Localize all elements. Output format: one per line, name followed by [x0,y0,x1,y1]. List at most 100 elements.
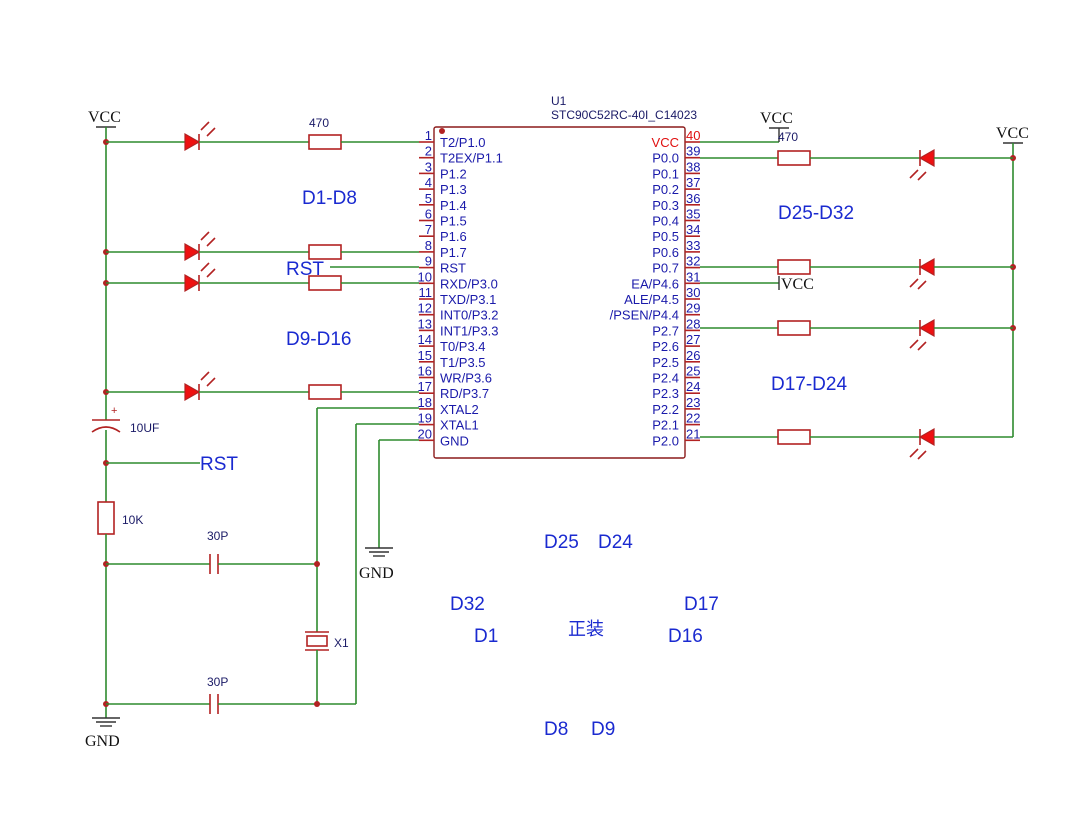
gnd-mid: GND [359,439,419,582]
pin-name: P2.3 [652,386,679,401]
rst-label: RST [200,454,238,475]
note-d32: D32 [450,594,485,615]
led-icon [184,273,201,293]
led-ray [917,171,927,181]
r-left-value: 470 [309,116,329,130]
pin-name: RD/P3.7 [440,386,489,401]
pin-number: 17 [418,379,432,394]
pin-name: P2.1 [652,418,679,433]
pin-name: P0.4 [652,214,679,229]
resistor-470 [777,429,811,445]
note-d25: D25 [544,532,579,553]
pin-number: 39 [686,144,700,159]
r-right-value: 470 [778,130,798,144]
pin-number: 26 [686,348,700,363]
pin-number: 15 [418,348,432,363]
crystal-body [306,635,328,647]
led-ray [917,341,927,351]
pin-number: 5 [425,191,432,206]
pin-number: 35 [686,207,700,222]
pin-number: 6 [425,207,432,222]
pin-number: 32 [686,254,700,269]
pin-name: T2/P1.0 [440,135,486,150]
pin-number: 8 [425,238,432,253]
right-vcc-rail: VCC [996,125,1029,437]
pin-name: P1.6 [440,229,467,244]
pin-name: RST [440,261,466,276]
cap-reset-label: 10UF [130,421,159,435]
pin-number: 24 [686,379,700,394]
vcc-label-left: VCC [88,109,121,126]
led-icon [918,257,935,277]
resistor-470 [308,384,342,400]
pin-name: P0.5 [652,229,679,244]
cap-x2-label: 30P [207,675,228,689]
pin-name: P0.6 [652,245,679,260]
led-ray [200,121,210,131]
pin-name: P0.1 [652,166,679,181]
pin-name: INT0/P3.2 [440,308,499,323]
pin-number: 40 [686,128,700,143]
led-ray [200,371,210,381]
group-label-d1-d8: D1-D8 [302,188,357,209]
vcc-pin40: VCC [700,110,793,143]
ea-vcc: VCC [700,276,814,293]
pin-number: 31 [686,269,700,284]
pin-name: T2EX/P1.1 [440,151,503,166]
vcc-label-mid: VCC [760,110,793,127]
plus-sign: + [111,405,117,417]
led-ray [909,278,919,288]
resistor-470 [777,150,811,166]
group-label-d9-d16: D9-D16 [286,329,351,350]
pin-number: 22 [686,411,700,426]
pin-number: 1 [425,128,432,143]
pin-name: ALE/P4.5 [624,292,679,307]
resistor-470 [777,320,811,336]
pin-name: XTAL1 [440,418,479,433]
pin-name: VCC [652,135,679,150]
pin-name: T1/P3.5 [440,355,486,370]
pin-name: WR/P3.6 [440,371,492,386]
pin-number: 18 [418,395,432,410]
led-icon [918,318,935,338]
pin-name: P2.2 [652,402,679,417]
cap-10uf-plate-bottom [91,426,121,433]
pin-number: 12 [418,301,432,316]
led-ray [917,450,927,460]
pin-name: GND [440,433,469,448]
pin-name: TXD/P3.1 [440,292,496,307]
pin-name: T0/P3.4 [440,339,486,354]
resistor-10k [97,501,115,535]
gnd-label-mid: GND [359,565,394,582]
pin-name: RXD/P3.0 [440,276,498,291]
pin-name: INT1/P3.3 [440,323,499,338]
pin-name: P2.5 [652,355,679,370]
led-ray [917,280,927,290]
pin-number: 28 [686,316,700,331]
led-icon [918,148,935,168]
pin-name: P1.5 [440,214,467,229]
right-led-rows [700,148,1013,460]
led-icon [184,242,201,262]
pin-number: 34 [686,222,700,237]
note-d17: D17 [684,594,719,615]
pin-name: P1.2 [440,166,467,181]
pin-name: P1.3 [440,182,467,197]
vcc-label-right: VCC [996,125,1029,142]
led-ray [200,231,210,241]
left-led-rows [106,121,419,402]
r-reset-label: 10K [122,513,143,527]
pin-number: 16 [418,364,432,379]
physical-layout-note: D25 D24 D32 D17 D1 正装 D16 D8 D9 [450,532,719,740]
led-icon [184,132,201,152]
led-ray [909,339,919,349]
pin-name: P0.7 [652,261,679,276]
led-ray [206,237,216,247]
pin-number: 9 [425,254,432,269]
led-ray [206,127,216,137]
led-ray [206,377,216,387]
cap-x1-label: 30P [207,529,228,543]
junction [314,701,320,707]
